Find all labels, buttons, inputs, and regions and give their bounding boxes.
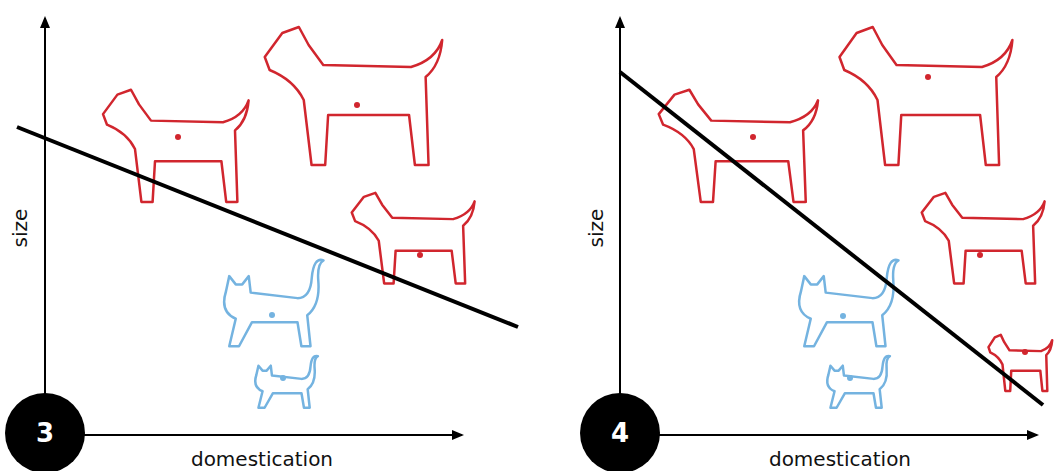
axis-label: size xyxy=(584,209,608,248)
axis-label: domestication xyxy=(769,447,911,471)
axis-label: domestication xyxy=(191,447,333,471)
axis-label: size xyxy=(8,209,32,248)
step-badge: 3 xyxy=(5,393,85,471)
callout-number: 3 xyxy=(5,393,85,471)
step-badge: 4 xyxy=(580,393,660,471)
callout-number: 4 xyxy=(580,393,660,471)
